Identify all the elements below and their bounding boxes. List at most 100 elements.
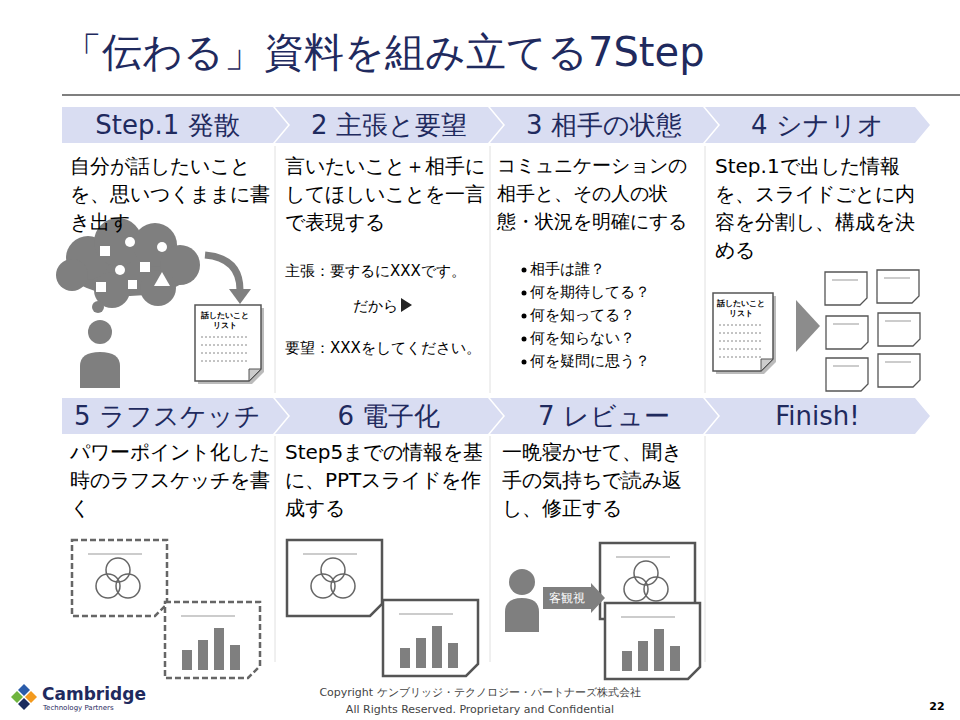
chart-bar — [230, 645, 240, 670]
slide-page-icon — [878, 354, 920, 387]
venn-circle — [106, 558, 130, 582]
document-icon: 話したいこと リスト — [713, 293, 773, 371]
page-number: 22 — [922, 700, 952, 714]
document-outline — [713, 293, 773, 371]
document-label: 話したいこと リスト — [199, 311, 251, 331]
chevron-band — [490, 398, 718, 434]
document-icon: 話したいこと リスト — [195, 305, 261, 381]
bullet-dot — [522, 360, 527, 365]
bullets — [522, 268, 527, 365]
sketch-page — [165, 602, 260, 678]
idea-symbols — [96, 237, 170, 292]
claim-text: 主張：要するにXXXです。 — [285, 261, 490, 282]
chevron-band — [705, 107, 930, 143]
chart-bar — [432, 626, 442, 668]
idea-square — [100, 246, 110, 256]
document-line — [719, 325, 761, 326]
thought-bubble — [92, 301, 104, 313]
page-line — [832, 280, 858, 281]
process-step: Step.1 発散自分が話したいことを、思いつくままに書き出す話したいこと リス… — [62, 107, 273, 395]
person-head — [88, 320, 112, 344]
chart-bar — [654, 629, 664, 671]
step-heading: Finish! — [720, 398, 915, 434]
chart-bar — [214, 628, 224, 670]
bullet-item: 何を知ってる？ — [530, 305, 705, 326]
bullet-dot — [522, 268, 527, 273]
title-rule — [62, 94, 960, 96]
document-line — [201, 361, 249, 362]
slide-page-icon — [287, 540, 382, 616]
page-line — [833, 366, 859, 367]
page-line — [885, 321, 911, 322]
page-line — [621, 617, 675, 618]
column-separators — [275, 146, 705, 662]
idea-square — [128, 280, 137, 289]
arrow-shape: 客観視 — [543, 583, 605, 613]
step-heading: 7 レビュー — [505, 398, 703, 434]
chart-bar — [416, 638, 426, 668]
chart-bar — [448, 643, 458, 668]
venn-circle — [634, 561, 658, 585]
page-line — [399, 614, 453, 615]
logo-wordmark: Cambridge — [42, 684, 146, 704]
chart-bar — [400, 648, 410, 668]
page-line — [303, 554, 357, 555]
person-body — [505, 598, 539, 632]
page-line — [833, 324, 859, 325]
column-separator — [705, 146, 706, 393]
step-heading: 2 主張と要望 — [290, 107, 488, 143]
process-step: Finish! — [705, 398, 915, 660]
sketch-page — [72, 540, 167, 616]
slide-title: 「伝わる」資料を組み立てる7Step — [62, 28, 705, 76]
cloud-part — [140, 270, 176, 306]
step-heading: Step.1 発散 — [62, 107, 273, 143]
person-body — [80, 352, 120, 388]
document-line — [719, 349, 761, 350]
page-title-lines — [88, 554, 675, 617]
process-step: 3 相手の状態コミュニケーションの相手と、その人の状態・状況を明確にする相手は誰… — [490, 107, 703, 395]
request-text: 要望：XXXをしてください。 — [285, 338, 490, 359]
slide-pages — [825, 270, 920, 391]
process-step: 6 電子化Step5までの情報を基に、PPTスライドを作成する — [275, 398, 488, 660]
slide-page-icon — [825, 272, 867, 305]
venn-circle — [321, 558, 345, 582]
therefore-arrow — [401, 298, 412, 312]
bullet-item: 何を期待してる？ — [530, 282, 705, 303]
process-step: 7 レビュー一晩寝かせて、聞き手の気持ちで読み返し、修正する客観視 — [490, 398, 703, 660]
process-step: 2 主張と要望言いたいこと＋相手にしてほしいことを一言で表現する主張：要するにX… — [275, 107, 488, 395]
column-separator — [490, 436, 491, 662]
step-description: 一晩寝かせて、聞き手の気持ちで読み返し、修正する — [502, 438, 692, 522]
step-description: Step.1で出した情報を、スライドごとに内容を分割し、構成を決める — [715, 152, 915, 264]
page-title-lines — [832, 278, 911, 366]
bullet-dot — [522, 314, 527, 319]
step-heading: 5 ラフスケッチ — [62, 398, 273, 434]
document-fold — [761, 359, 773, 371]
split-arrow — [796, 300, 820, 352]
slide-page-icon — [383, 600, 478, 676]
chevron-band — [705, 398, 930, 434]
logo-diamond — [18, 698, 30, 710]
idea-square — [96, 282, 106, 292]
logo-tagline: Technology Partners — [43, 704, 114, 713]
column-separator — [275, 146, 276, 393]
logo-mark — [11, 684, 37, 710]
bar-chart-icons — [182, 626, 680, 671]
step-heading: 4 シナリオ — [720, 107, 915, 143]
slide-page-icon — [877, 270, 919, 303]
page-line — [88, 554, 142, 555]
sketch-pages — [72, 540, 260, 678]
chart-bar — [182, 650, 192, 670]
step-description: パワーポイント化した時のラフスケッチを書く — [70, 438, 275, 522]
slide-pages — [287, 540, 700, 679]
slide-page-icon — [605, 603, 700, 679]
chart-bar — [622, 651, 632, 671]
cloud-part — [56, 259, 88, 291]
document-line — [719, 333, 761, 334]
curved-arrow — [205, 255, 240, 290]
page-line — [885, 362, 911, 363]
idea-circle — [115, 265, 125, 275]
step-description: 言いたいこと＋相手にしてほしいことを一言で表現する — [285, 152, 490, 236]
document-line — [201, 353, 249, 354]
chevron-band — [490, 107, 718, 143]
